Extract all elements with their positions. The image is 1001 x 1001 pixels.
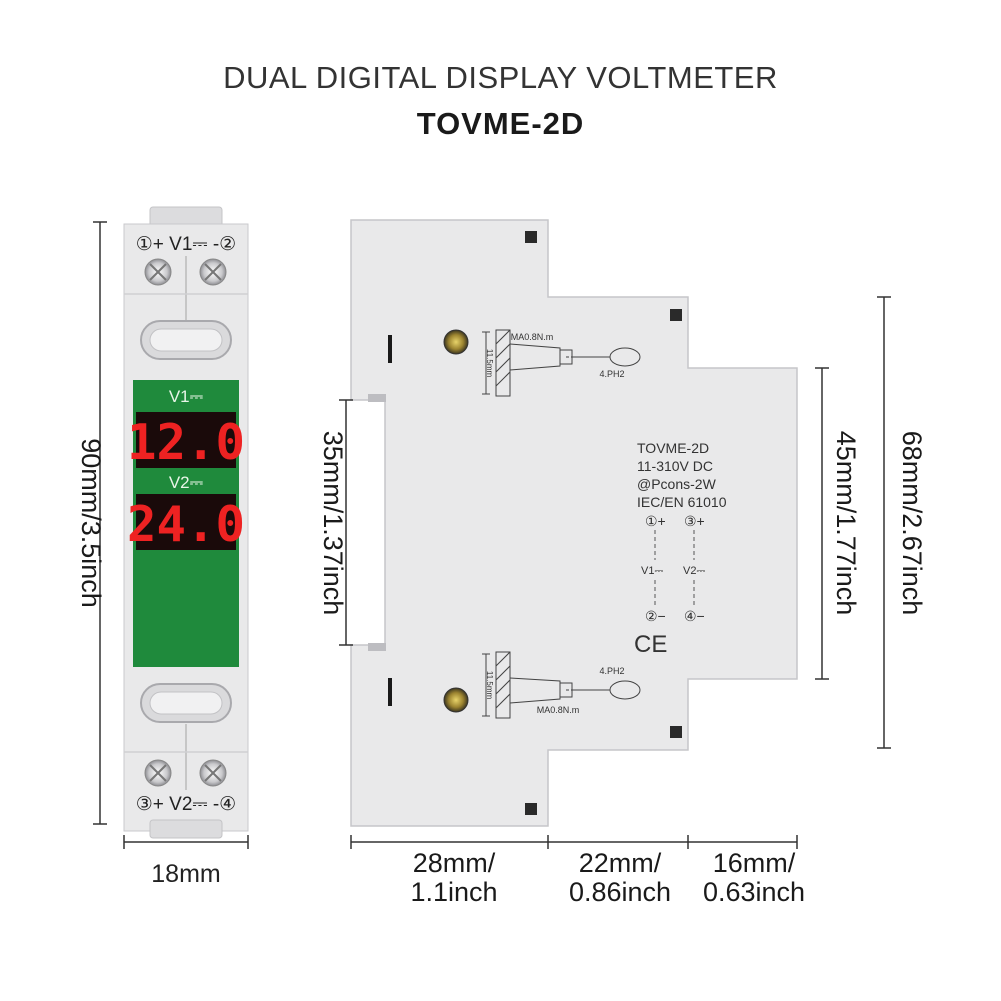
torque-top: MA0.8N.m [511, 332, 554, 342]
top-terminal-label: ①+ V1⎓ -② [136, 234, 236, 255]
side-body [350, 219, 798, 827]
dim-28-line2: 1.1inch [410, 877, 497, 907]
side-marker [670, 309, 682, 321]
spec-line: TOVME-2D [637, 440, 709, 456]
terminal-1-label: ①+ [645, 513, 666, 529]
ce-mark: CE [634, 631, 667, 658]
v1-value: 12.0 [127, 414, 245, 471]
v2-wiring-label: V2⎓ [683, 565, 705, 577]
v2-value: 24.0 [127, 496, 245, 553]
dim-28-line1: 28mm/ [413, 848, 496, 878]
v1-wiring-label: V1⎓ [641, 565, 663, 577]
terminal-screw-icon [443, 687, 469, 713]
side-marker [670, 726, 682, 738]
side-view: 11.5mm MA0.8N.m 4.PH2 11.5mm 4.PH2 MA0.8… [350, 219, 798, 827]
torque-bottom: MA0.8N.m [537, 705, 580, 715]
dim-68-lines [877, 296, 891, 749]
terminal-4-label: ④− [684, 608, 705, 624]
height-dim-label: 90mm/3.5inch [76, 438, 106, 608]
dim-35-label: 35mm/1.37inch [318, 431, 348, 616]
wire-strip-diagram-bottom [482, 651, 641, 719]
front-bottom-tab [149, 819, 223, 839]
bottom-dim-lines [350, 835, 798, 849]
spec-line: IEC/EN 61010 [637, 494, 727, 510]
model-title: TOVME-2D [416, 106, 585, 141]
dim-16-line1: 16mm/ [713, 848, 796, 878]
v2-display [136, 494, 236, 550]
dim-35-lines [339, 399, 353, 646]
terminal-screw-icon [443, 329, 469, 355]
dim-22-line1: 22mm/ [579, 848, 662, 878]
tool-bottom: 4.PH2 [599, 666, 624, 676]
dim-16-line2: 0.63inch [703, 877, 805, 907]
tool-top: 4.PH2 [599, 369, 624, 379]
dim-45-label: 45mm/1.77inch [831, 431, 861, 616]
v1-display [136, 412, 236, 468]
dim-68-label: 68mm/2.67inch [897, 431, 927, 616]
v2-label: V2⎓ [169, 473, 204, 492]
front-view: ①+ V1⎓ -② V1⎓ 12.0 V2⎓ 24.0 ③+ V2⎓ -④ [123, 206, 249, 839]
dim-45-lines [815, 367, 829, 680]
dim-22-line2: 0.86inch [569, 877, 671, 907]
side-marker [525, 803, 537, 815]
spec-line: @Pcons-2W [637, 476, 717, 492]
bottom-terminal-label: ③+ V2⎓ -④ [136, 794, 236, 815]
strip-length-bottom: 11.5mm [485, 671, 494, 700]
page-title: DUAL DIGITAL DISPLAY VOLTMETER [223, 60, 778, 95]
v1-label: V1⎓ [169, 387, 204, 406]
strip-length-top: 11.5mm [485, 349, 494, 378]
terminal-3-label: ③+ [684, 513, 705, 529]
spec-line: 11-310V DC [637, 458, 713, 474]
side-marker [525, 231, 537, 243]
terminal-2-label: ②− [645, 608, 666, 624]
height-dimension [93, 221, 107, 825]
width-dimension [123, 835, 249, 849]
wire-strip-diagram-top [482, 329, 641, 397]
width-dim-label: 18mm [151, 860, 220, 888]
